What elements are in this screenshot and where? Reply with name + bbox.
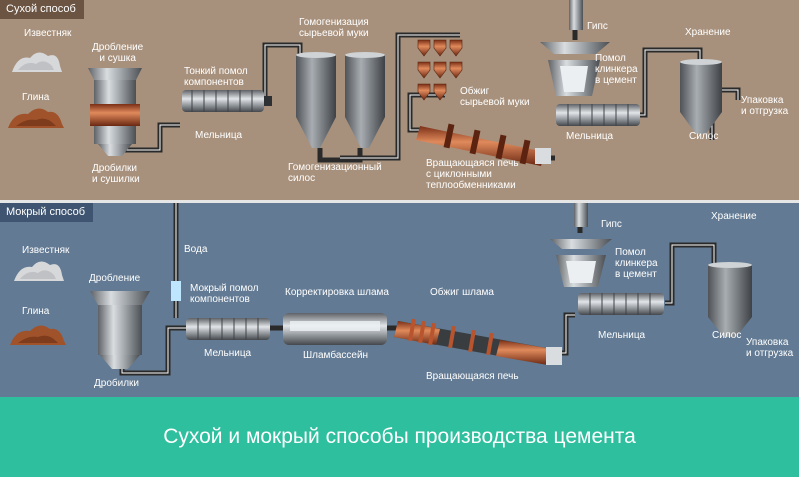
label-mill-2: Мельница <box>566 131 614 142</box>
label-clay: Глина <box>22 92 50 103</box>
mill-2 <box>556 104 640 126</box>
cement-silo-dry <box>680 59 722 134</box>
rotary-kiln-dry <box>416 123 551 166</box>
label-roasting: Обжиг сырьевой муки <box>460 86 530 108</box>
label-wet-clinker-grinding: Помол клинкера в цемент <box>615 247 658 280</box>
label-kiln: Вращающаяся печь с циклонными теплообмен… <box>426 158 519 191</box>
cyclone-preheater <box>417 39 463 101</box>
wet-limestone-pile <box>14 261 64 281</box>
label-gypsum: Гипс <box>587 21 608 32</box>
slurry-basin <box>283 313 387 345</box>
mill-1 <box>182 90 272 112</box>
dry-process-panel: Сухой способ Известняк Глина Дробление и… <box>0 0 799 200</box>
label-wet-grinding: Мокрый помол компонентов <box>190 283 259 305</box>
wet-mill-2 <box>578 293 664 315</box>
label-slurry-basin: Шламбассейн <box>303 350 369 361</box>
label-crushers-dryers: Дробилки и сушилки <box>92 163 140 185</box>
label-wet-mill-2: Мельница <box>598 330 646 341</box>
label-water: Вода <box>184 244 208 255</box>
label-wet-kiln: Вращающаяся печь <box>426 371 519 382</box>
dryer-crusher <box>88 68 142 156</box>
dry-process-tag: Сухой способ <box>0 0 84 19</box>
wet-crusher <box>90 291 150 369</box>
label-crushing: Дробление <box>89 273 141 284</box>
wet-process-tag: Мокрый способ <box>0 203 94 222</box>
clinker-hopper <box>540 0 610 96</box>
label-fine-grinding: Тонкий помол компонентов <box>184 66 248 88</box>
dry-process-drawing <box>8 0 741 166</box>
label-clinker-grinding: Помол клинкера в цемент <box>595 53 638 86</box>
dry-pipe-highlights <box>119 34 739 159</box>
wet-process-panel: Мокрый способ Вода Известняк Глина Дробл… <box>0 203 799 397</box>
label-crushers: Дробилки <box>94 378 140 389</box>
label-storage: Хранение <box>685 27 731 38</box>
label-crushing-drying: Дробление и сушка <box>92 42 144 64</box>
label-slurry-roasting: Обжиг шлама <box>430 287 494 298</box>
label-wet-mill: Мельница <box>204 348 252 359</box>
footer-title: Сухой и мокрый способы производства цеме… <box>163 425 636 448</box>
label-limestone: Известняк <box>24 28 72 39</box>
water-gauge <box>171 281 181 301</box>
label-wet-packing: Упаковка и отгрузка <box>746 337 794 359</box>
label-mill: Мельница <box>195 130 243 141</box>
wet-process-drawing <box>10 203 752 376</box>
label-homogenization-silo: Гомогенизационный силос <box>288 162 382 184</box>
clay-pile <box>8 108 64 128</box>
cement-silo-wet <box>708 262 752 337</box>
label-wet-limestone: Известняк <box>22 245 70 256</box>
label-silo: Силос <box>689 131 719 142</box>
label-wet-storage: Хранение <box>711 211 757 222</box>
limestone-pile <box>12 52 62 72</box>
homogenization-silos <box>296 52 385 148</box>
wet-clay-pile <box>10 325 66 345</box>
label-wet-silo: Силос <box>712 330 742 341</box>
label-slurry-correction: Корректировка шлама <box>285 287 389 298</box>
wet-mill <box>186 318 270 340</box>
footer-banner: Сухой и мокрый способы производства цеме… <box>0 397 799 477</box>
panel-divider <box>0 200 799 203</box>
label-wet-gypsum: Гипс <box>601 219 622 230</box>
rotary-kiln-wet <box>394 318 562 365</box>
wet-pipe-highlights <box>121 203 715 374</box>
label-wet-clay: Глина <box>22 306 50 317</box>
label-packing: Упаковка и отгрузка <box>741 95 789 117</box>
label-homogenization: Гомогенизация сырьевой муки <box>299 17 369 39</box>
wet-clinker-hopper <box>550 203 612 287</box>
